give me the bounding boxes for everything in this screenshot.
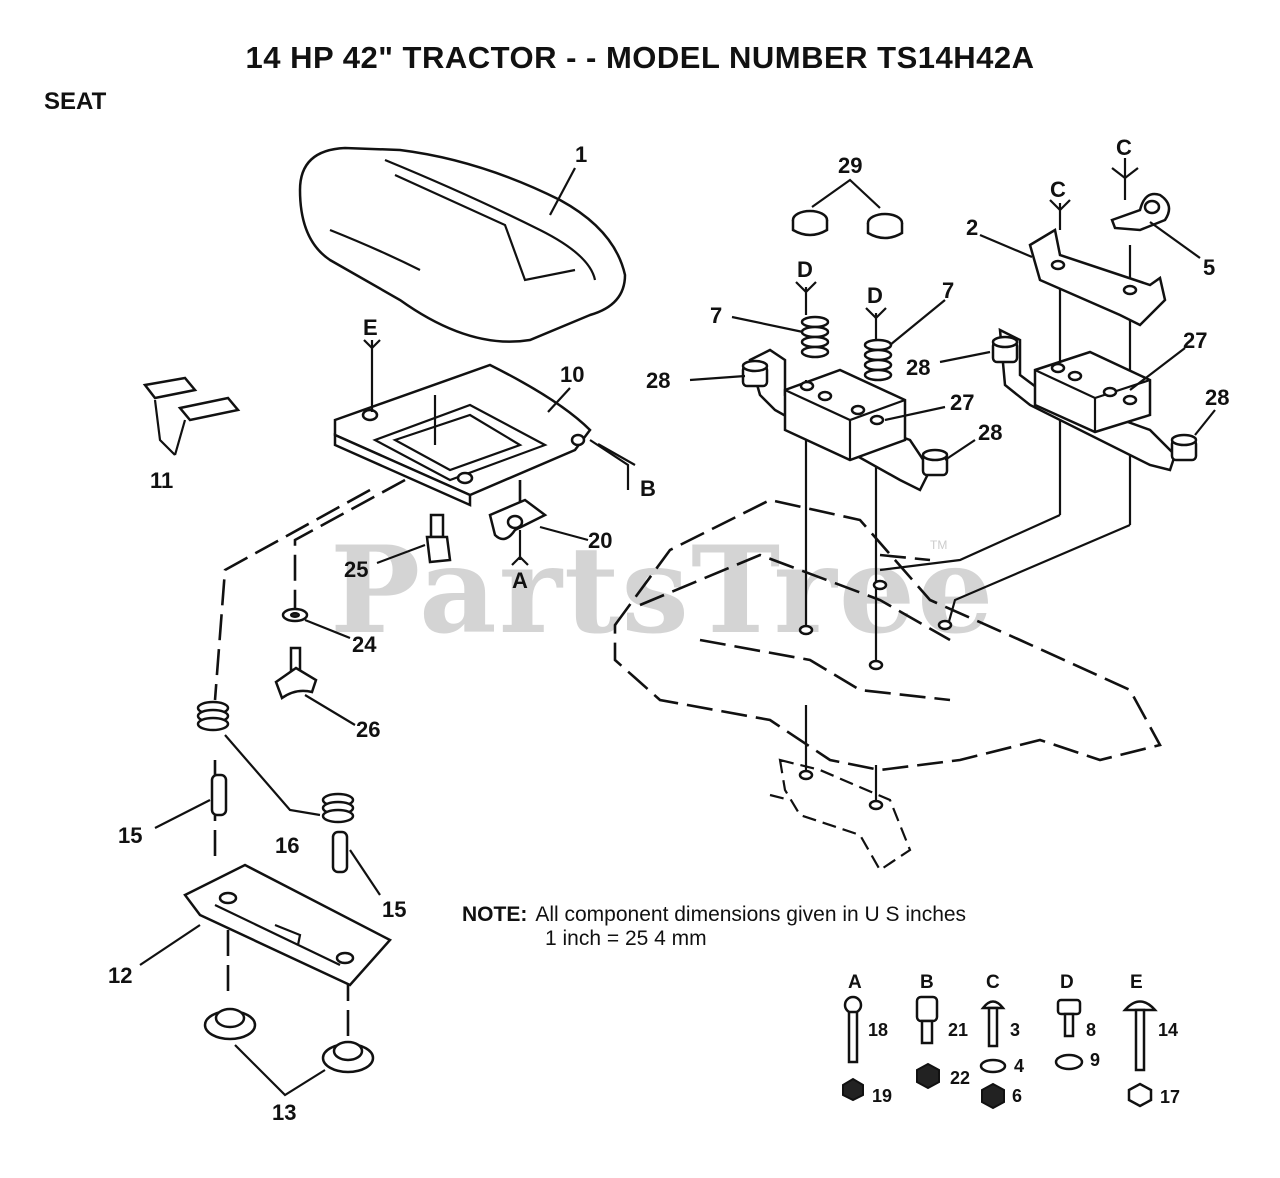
hardware-18: 18 xyxy=(868,1020,888,1040)
callout-25: 25 xyxy=(344,557,368,582)
right-mounting-bracket xyxy=(998,327,1177,472)
callout-28-c: 28 xyxy=(978,420,1002,445)
callout-2: 2 xyxy=(966,215,978,240)
ref-C-right: C xyxy=(1116,135,1132,160)
ref-E: E xyxy=(363,315,378,340)
diagram-title: 14 HP 42" TRACTOR - - MODEL NUMBER TS14H… xyxy=(245,40,1035,75)
hardware-9: 9 xyxy=(1090,1050,1100,1070)
hardware-17: 17 xyxy=(1160,1087,1180,1107)
clamp-part xyxy=(488,498,548,560)
callout-27-right: 27 xyxy=(1183,328,1207,353)
callout-13: 13 xyxy=(272,1100,296,1125)
ref-B: B xyxy=(640,476,656,501)
callout-26: 26 xyxy=(356,717,380,742)
seat-cushion xyxy=(298,146,627,343)
shoulder-bolt xyxy=(425,513,452,564)
hardware-key: A 18 19 B 21 22 C 3 4 6 D 8 9 E 14 17 xyxy=(842,972,1180,1110)
callout-20: 20 xyxy=(588,528,612,553)
ref-D-left: D xyxy=(797,257,813,282)
section-label: SEAT xyxy=(44,88,107,115)
clip-5 xyxy=(1110,192,1171,232)
hardware-B-label: B xyxy=(920,972,934,993)
callout-24: 24 xyxy=(352,632,377,657)
hardware-4: 4 xyxy=(1014,1056,1024,1076)
washer-and-knob xyxy=(274,607,318,700)
hardware-C-label: C xyxy=(986,972,1000,993)
note-label: NOTE: xyxy=(462,903,528,926)
hardware-19: 19 xyxy=(872,1086,892,1106)
callout-10: 10 xyxy=(560,362,584,387)
trademark-mark: TM xyxy=(930,538,948,552)
callout-15-left: 15 xyxy=(118,823,142,848)
callout-15-right: 15 xyxy=(382,897,406,922)
springs xyxy=(196,315,893,824)
callout-27-left: 27 xyxy=(950,390,974,415)
callout-28-a: 28 xyxy=(646,368,670,393)
reference-arrows xyxy=(363,158,1139,566)
ref-A: A xyxy=(512,568,528,593)
seat-plates xyxy=(142,376,241,456)
note-line-2: 1 inch = 25 4 mm xyxy=(545,927,707,950)
hardware-E-label: E xyxy=(1130,972,1143,993)
hardware-A-label: A xyxy=(848,972,862,993)
assembly-lines xyxy=(798,245,1132,811)
note-block: NOTE: All component dimensions given in U… xyxy=(462,903,966,951)
hardware-3: 3 xyxy=(1010,1020,1020,1040)
tractor-frame-outline xyxy=(613,498,1162,872)
callout-29: 29 xyxy=(838,153,862,178)
seat-bracket-2 xyxy=(1028,228,1167,327)
callout-7-right: 7 xyxy=(942,278,954,303)
callout-28-d: 28 xyxy=(1205,385,1229,410)
callout-1: 1 xyxy=(575,142,587,167)
seat-pan xyxy=(333,363,592,507)
hardware-8: 8 xyxy=(1086,1020,1096,1040)
spacers xyxy=(210,773,349,874)
slide-bracket xyxy=(183,863,393,987)
hardware-14: 14 xyxy=(1158,1020,1178,1040)
bumpers-29 xyxy=(791,178,904,240)
callout-16: 16 xyxy=(275,833,299,858)
callout-28-b: 28 xyxy=(906,355,930,380)
leader-lines xyxy=(139,167,1216,966)
callout-11: 11 xyxy=(150,468,173,493)
callout-5: 5 xyxy=(1203,255,1215,280)
ref-D-right: D xyxy=(867,283,883,308)
bumpers xyxy=(203,1007,375,1097)
ref-C-left: C xyxy=(1050,177,1066,202)
callout-labels: 1 2 5 7 7 10 11 12 13 15 15 16 20 24 25 … xyxy=(108,135,1229,1125)
left-mounting-bracket xyxy=(748,348,932,492)
hardware-D-label: D xyxy=(1060,972,1074,993)
hardware-6: 6 xyxy=(1012,1086,1022,1106)
hardware-21: 21 xyxy=(948,1020,968,1040)
callout-7-left: 7 xyxy=(710,303,722,328)
callout-12: 12 xyxy=(108,963,132,988)
bushings-28 xyxy=(741,335,1198,477)
hardware-22: 22 xyxy=(950,1068,970,1088)
note-line-1: All component dimensions given in U S in… xyxy=(535,903,967,926)
